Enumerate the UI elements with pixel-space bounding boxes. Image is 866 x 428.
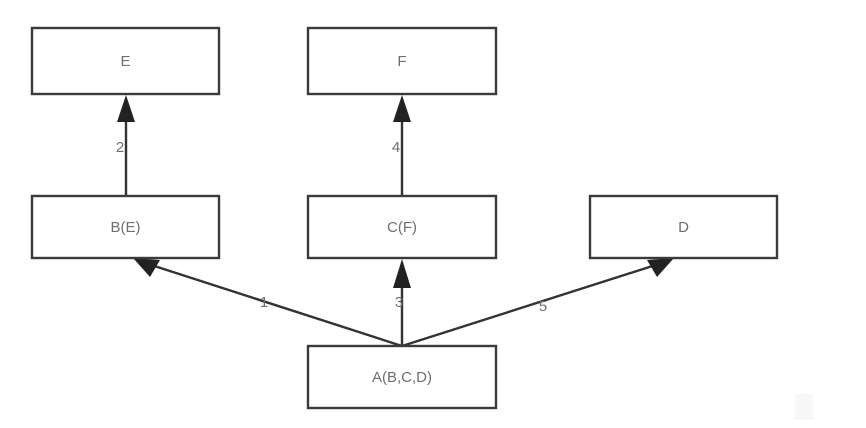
edge-5-arrowhead <box>647 258 674 277</box>
edge-3-a-to-c: 3 <box>393 259 411 346</box>
node-d-box[interactable] <box>588 194 779 260</box>
edge-3-arrowhead <box>393 259 411 288</box>
edge-5-label: 5 <box>539 298 547 315</box>
edge-3-label: 3 <box>395 294 403 311</box>
node-d[interactable]: D <box>588 194 779 260</box>
edge-5-a-to-d: 5 <box>401 258 674 348</box>
edge-5-line <box>401 260 666 348</box>
node-c[interactable]: C(F) <box>306 194 498 260</box>
node-a-label: A(B,C,D) <box>372 369 432 386</box>
node-c-label: C(F) <box>387 219 417 236</box>
node-b[interactable]: B(E) <box>30 194 221 260</box>
node-b-label: B(E) <box>111 219 141 236</box>
node-f-label: F <box>397 53 406 70</box>
node-c-box[interactable] <box>306 194 498 260</box>
node-e-label: E <box>120 53 130 70</box>
edge-2-arrowhead <box>117 95 135 122</box>
node-f-box[interactable] <box>306 26 498 96</box>
edge-4-label: 4 <box>392 139 400 156</box>
edge-2-b-to-e: 2 <box>116 95 135 196</box>
node-a-box[interactable] <box>306 344 498 410</box>
edge-1-a-to-b: 1 <box>133 258 403 348</box>
node-a[interactable]: A(B,C,D) <box>306 344 498 410</box>
node-f[interactable]: F <box>306 26 498 96</box>
background-artifact <box>795 394 813 420</box>
node-d-label: D <box>678 219 689 236</box>
edge-4-arrowhead <box>393 95 411 122</box>
node-e-box[interactable] <box>30 26 221 96</box>
edge-1-line <box>141 260 403 348</box>
edge-1-arrowhead <box>133 258 160 277</box>
node-b-box[interactable] <box>30 194 221 260</box>
edge-2-label: 2 <box>116 139 124 156</box>
node-e[interactable]: E <box>30 26 221 96</box>
edge-4-c-to-f: 4 <box>392 95 411 196</box>
edge-1-label: 1 <box>260 294 268 311</box>
